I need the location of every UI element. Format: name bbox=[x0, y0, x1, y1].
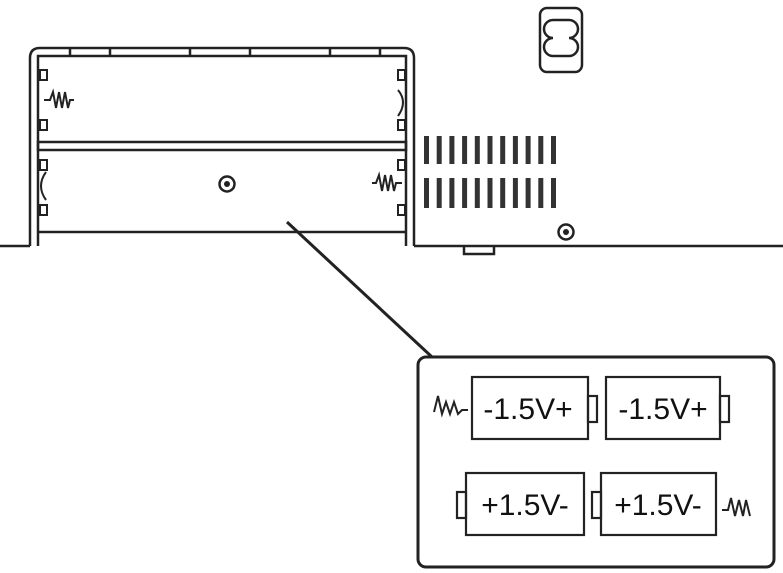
battery-icon: +1.5V- bbox=[455, 471, 586, 537]
screw-icon bbox=[557, 223, 575, 241]
leader-line bbox=[285, 220, 434, 359]
vent-slot-icon bbox=[462, 136, 468, 164]
inset-panel: -1.5V+ -1.5V+ +1.5V- +1.5V- bbox=[416, 355, 776, 569]
battery-icon: -1.5V+ bbox=[604, 375, 731, 441]
vent-slot-icon bbox=[525, 178, 531, 208]
vent-slot-icon bbox=[551, 136, 556, 164]
battery-compartment bbox=[28, 46, 416, 246]
spring-contact-icon bbox=[433, 395, 468, 418]
spring-contact-icon bbox=[372, 171, 402, 192]
vent-slot-icon bbox=[487, 178, 493, 208]
battery-label: -1.5V+ bbox=[618, 393, 707, 426]
vent-slot-icon bbox=[500, 136, 506, 164]
vent-slot-icon bbox=[462, 178, 468, 208]
vent-grille bbox=[424, 136, 556, 208]
vent-slot-icon bbox=[538, 136, 544, 164]
top-lid-tabs bbox=[68, 48, 382, 56]
spring-contact-icon bbox=[44, 88, 74, 109]
vent-slot-icon bbox=[512, 136, 518, 164]
vent-slot-icon bbox=[436, 178, 442, 208]
vent-slot-icon bbox=[424, 136, 429, 164]
vent-slot-icon bbox=[500, 178, 506, 208]
vent-slot-icon bbox=[474, 136, 480, 164]
vent-slot-icon bbox=[449, 136, 455, 164]
vent-slot-icon bbox=[449, 178, 455, 208]
vent-slot-icon bbox=[551, 178, 556, 208]
battery-label: +1.5V- bbox=[614, 489, 702, 522]
vent-slot-icon bbox=[538, 178, 544, 208]
compartment-contacts bbox=[39, 69, 406, 216]
vent-slot-icon bbox=[525, 136, 531, 164]
vent-slot-icon bbox=[436, 136, 442, 164]
power-inlet-icon bbox=[538, 6, 584, 74]
vent-slot-icon bbox=[487, 136, 493, 164]
vent-slot-icon bbox=[424, 178, 429, 208]
screw-icon bbox=[218, 175, 236, 193]
battery-icon: -1.5V+ bbox=[470, 375, 599, 441]
vent-slot-icon bbox=[474, 178, 480, 208]
vent-slot-icon bbox=[512, 178, 518, 208]
battery-icon: +1.5V- bbox=[590, 471, 718, 537]
battery-label: +1.5V- bbox=[481, 489, 569, 522]
battery-label: -1.5V+ bbox=[483, 393, 572, 426]
spring-contact-icon bbox=[722, 497, 751, 517]
ground-line bbox=[0, 244, 783, 256]
